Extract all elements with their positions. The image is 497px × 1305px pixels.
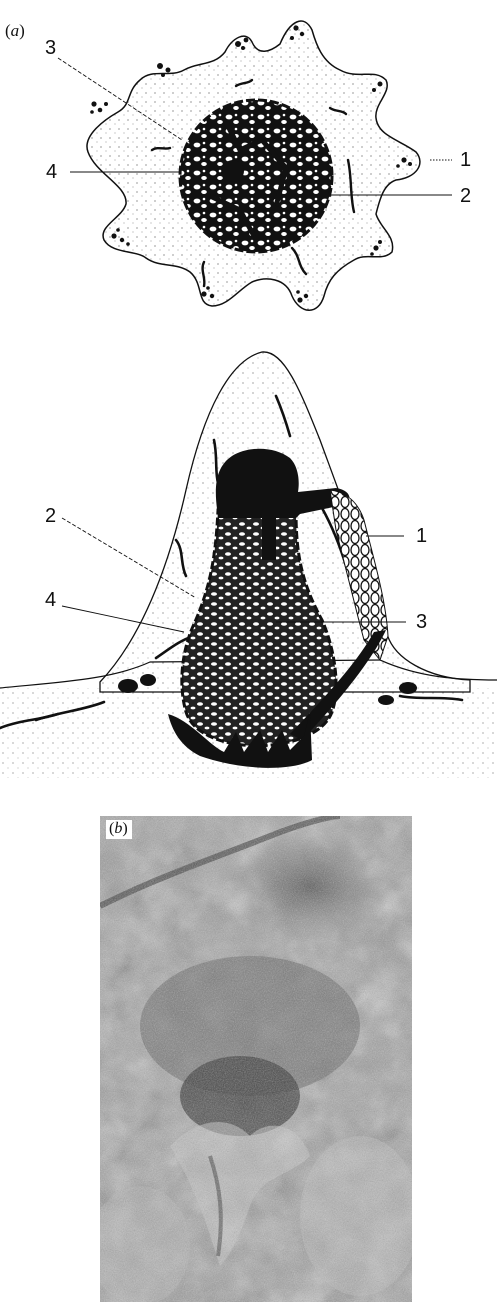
side-callout-2: 2 bbox=[45, 506, 56, 526]
side-view-drawing bbox=[0, 340, 497, 785]
nucleus bbox=[180, 100, 332, 252]
side-callout-4: 4 bbox=[45, 590, 56, 610]
panel-b-label: (b) bbox=[106, 820, 132, 839]
top-callout-2: 2 bbox=[460, 186, 471, 206]
nucleolus bbox=[222, 160, 244, 182]
top-callout-3: 3 bbox=[45, 38, 56, 58]
side-callout-3: 3 bbox=[416, 612, 427, 632]
top-callout-4: 4 bbox=[46, 162, 57, 182]
photo-panel: (b) bbox=[100, 816, 412, 1302]
side-callout-1: 1 bbox=[416, 526, 427, 546]
top-view-drawing bbox=[0, 0, 497, 330]
specimen-photo bbox=[100, 816, 412, 1302]
top-callout-1: 1 bbox=[460, 150, 471, 170]
